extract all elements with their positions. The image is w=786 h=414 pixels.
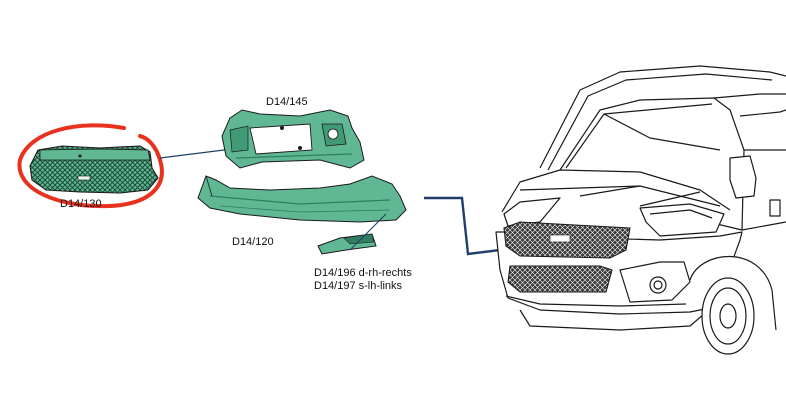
label-d14-197: D14/197 s-lh-links xyxy=(314,280,403,292)
label-d14-145: D14/145 xyxy=(266,96,308,108)
label-d14-130: D14/130 xyxy=(60,198,102,210)
van-badge xyxy=(549,234,571,243)
highlight-circle xyxy=(17,123,164,209)
label-d14-196: D14/196 d-rh-rechts xyxy=(314,267,412,279)
leader-line-trim xyxy=(349,213,387,251)
label-d14-120: D14/120 xyxy=(232,236,274,248)
van-lower-grille xyxy=(507,265,613,293)
trim-part[interactable] xyxy=(317,233,377,255)
carrier-part[interactable] xyxy=(221,109,365,169)
bumper-part[interactable] xyxy=(197,175,407,223)
van-illustration xyxy=(495,65,786,355)
grille-part[interactable] xyxy=(29,145,159,194)
